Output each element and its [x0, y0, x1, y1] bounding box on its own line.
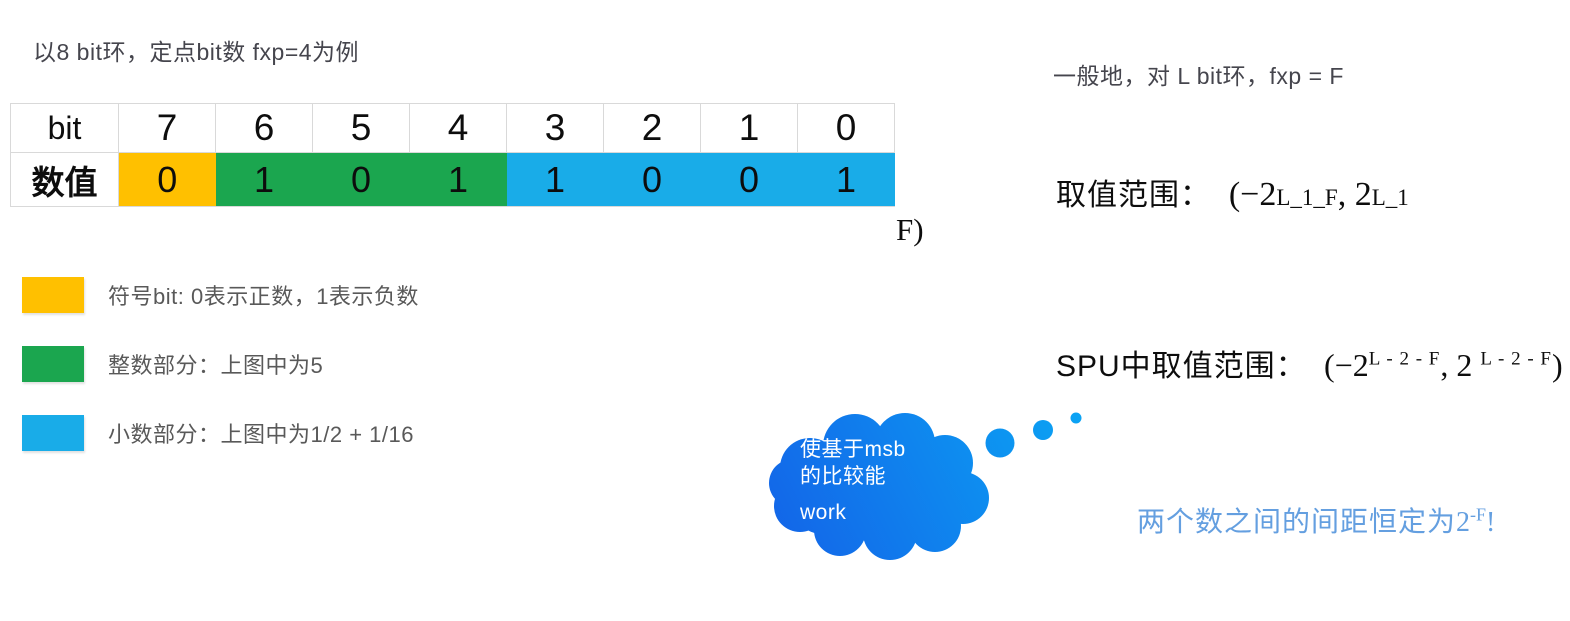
bit-cell-1: 1: [700, 103, 798, 153]
value-cell-frac: 0: [603, 152, 701, 207]
value-row-label: 数值: [10, 152, 119, 207]
bit-header-row: bit 7 6 5 4 3 2 1 0: [10, 103, 895, 153]
bit-row-label: bit: [10, 103, 119, 153]
spu-range-line: SPU中取值范围： (−2L - 2 - F, 2 L - 2 - F): [1056, 341, 1563, 385]
thought-dot-small: [1070, 412, 1082, 424]
legend-label-fraction: 小数部分：上图中为1/2 + 1/16: [108, 422, 414, 447]
bit-cell-3: 3: [506, 103, 604, 153]
bit-cell-4: 4: [409, 103, 507, 153]
cloud-text: 使基于msb 的比较能 work: [800, 437, 980, 527]
value-range-label: 取值范围：: [1056, 179, 1211, 212]
page-title: 以8 bit环，定点bit数 fxp=4为例: [33, 39, 360, 65]
value-cell-int: 1: [409, 152, 507, 207]
bit-cell-0: 0: [797, 103, 895, 153]
sign-color-swatch: [22, 277, 84, 313]
bit-cell-5: 5: [312, 103, 410, 153]
legend-label-sign: 符号bit: 0表示正数，1表示负数: [108, 284, 419, 309]
bit-table: bit 7 6 5 4 3 2 1 0 数值 0 1 0 1 1 0 0 1: [10, 103, 895, 207]
legend-item-fraction: 小数部分：上图中为1/2 + 1/16: [22, 415, 414, 451]
bit-cell-7: 7: [118, 103, 216, 153]
thought-cloud-shape: [769, 412, 1082, 560]
spacing-note: 两个数之间的间距恒定为2-F!: [1137, 504, 1496, 538]
value-row: 数值 0 1 0 1 1 0 0 1: [10, 152, 895, 207]
legend-item-integer: 整数部分：上图中为5: [22, 346, 323, 382]
cloud-text-line1: 使基于msb: [800, 438, 906, 461]
general-rule-text: 一般地，对 L bit环，fxp = F: [1053, 63, 1344, 89]
formula-fragment: F): [896, 212, 924, 247]
bit-cell-2: 2: [603, 103, 701, 153]
thought-dot-medium: [1033, 420, 1053, 440]
value-cell-int: 0: [312, 152, 410, 207]
value-cell-frac: 1: [797, 152, 895, 207]
legend-label-integer: 整数部分：上图中为5: [108, 353, 324, 378]
value-cell-int: 1: [215, 152, 313, 207]
legend-item-sign: 符号bit: 0表示正数，1表示负数: [22, 277, 419, 313]
integer-color-swatch: [22, 346, 84, 382]
cloud-text-line3: work: [800, 500, 847, 524]
bit-cell-6: 6: [215, 103, 313, 153]
value-range-formula: (−2L_1_F, 2L_1: [1228, 176, 1409, 213]
cloud-text-line2: 的比较能: [800, 464, 886, 488]
spacing-formula: 2-F!: [1456, 504, 1496, 538]
value-range-line: 取值范围： (−2L_1_F, 2L_1: [1056, 170, 1409, 214]
value-cell-frac: 0: [700, 152, 798, 207]
value-cell-frac: 1: [506, 152, 604, 207]
spu-range-label: SPU中取值范围：: [1056, 350, 1307, 383]
thought-dot-large: [985, 428, 1015, 458]
spu-range-formula: (−2L - 2 - F, 2 L - 2 - F): [1324, 347, 1563, 383]
fraction-color-swatch: [22, 415, 84, 451]
value-cell-sign: 0: [118, 152, 216, 207]
